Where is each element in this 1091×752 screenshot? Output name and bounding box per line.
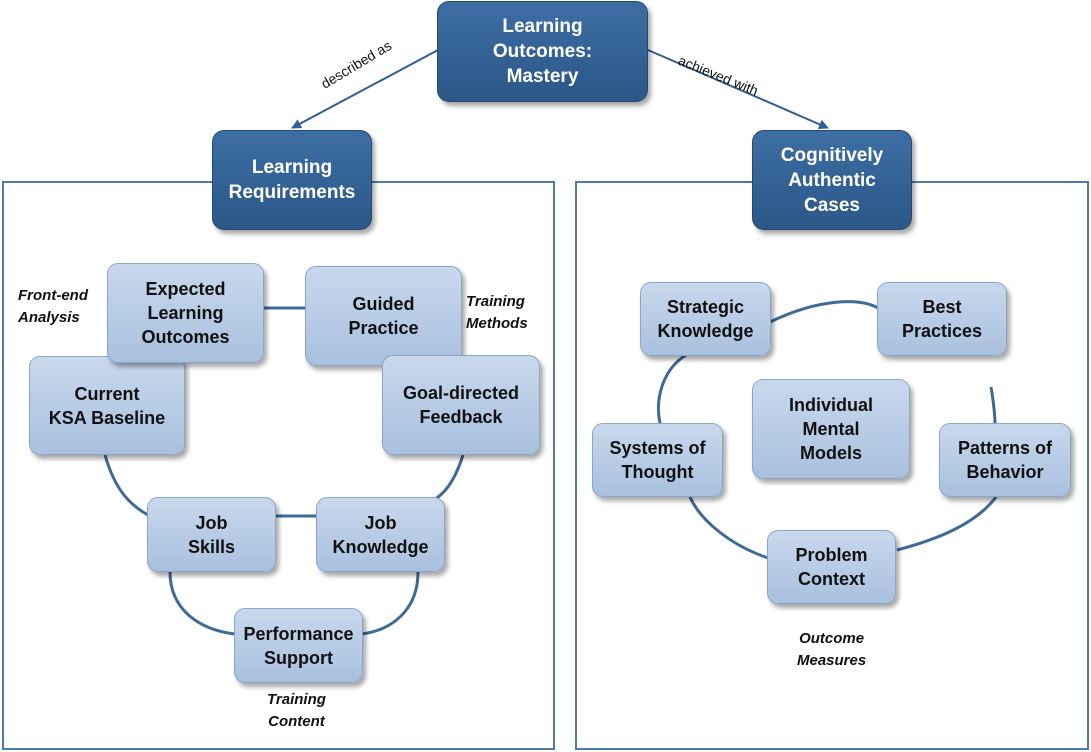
- link-jobskills-performance: [168, 571, 236, 636]
- link-jobknowledge-performance: [361, 571, 420, 636]
- arrow-described-as: [291, 49, 439, 129]
- individual-mental-models-node: Individual Mental Models: [752, 379, 910, 479]
- job-skills-node: Job Skills: [147, 497, 276, 572]
- best-practices-node: Best Practices: [877, 282, 1007, 356]
- job-knowledge-node: Job Knowledge: [316, 497, 445, 572]
- strategic-knowledge-node: Strategic Knowledge: [640, 282, 771, 356]
- front-end-analysis-note: Front-end Analysis: [18, 287, 88, 326]
- outcome-measures-note: Outcome Measures: [797, 630, 867, 669]
- learning-outcomes-mastery-node: Learning Outcomes: Mastery: [437, 1, 648, 102]
- expected-learning-outcomes-node: Expected Learning Outcomes: [107, 263, 264, 363]
- right-cycle-ring: [656, 300, 998, 560]
- learning-requirements-node: Learning Requirements: [212, 130, 372, 230]
- goal-directed-feedback-node: Goal-directed Feedback: [382, 355, 540, 455]
- training-content-note: Training Content: [267, 691, 326, 730]
- cognitively-authentic-cases-node: Cognitively Authentic Cases: [752, 130, 912, 230]
- link-current-jobskills: [103, 454, 149, 517]
- guided-practice-node: Guided Practice: [305, 266, 462, 366]
- link-goal-jobknowledge: [429, 454, 465, 504]
- patterns-of-behavior-node: Patterns of Behavior: [939, 423, 1071, 497]
- performance-support-node: Performance Support: [234, 608, 363, 683]
- training-methods-note: Training Methods: [466, 293, 528, 332]
- current-ksa-baseline-node: Current KSA Baseline: [29, 356, 185, 455]
- arrow-achieved-with: [647, 49, 829, 130]
- systems-of-thought-node: Systems of Thought: [592, 423, 723, 497]
- problem-context-node: Problem Context: [767, 530, 896, 604]
